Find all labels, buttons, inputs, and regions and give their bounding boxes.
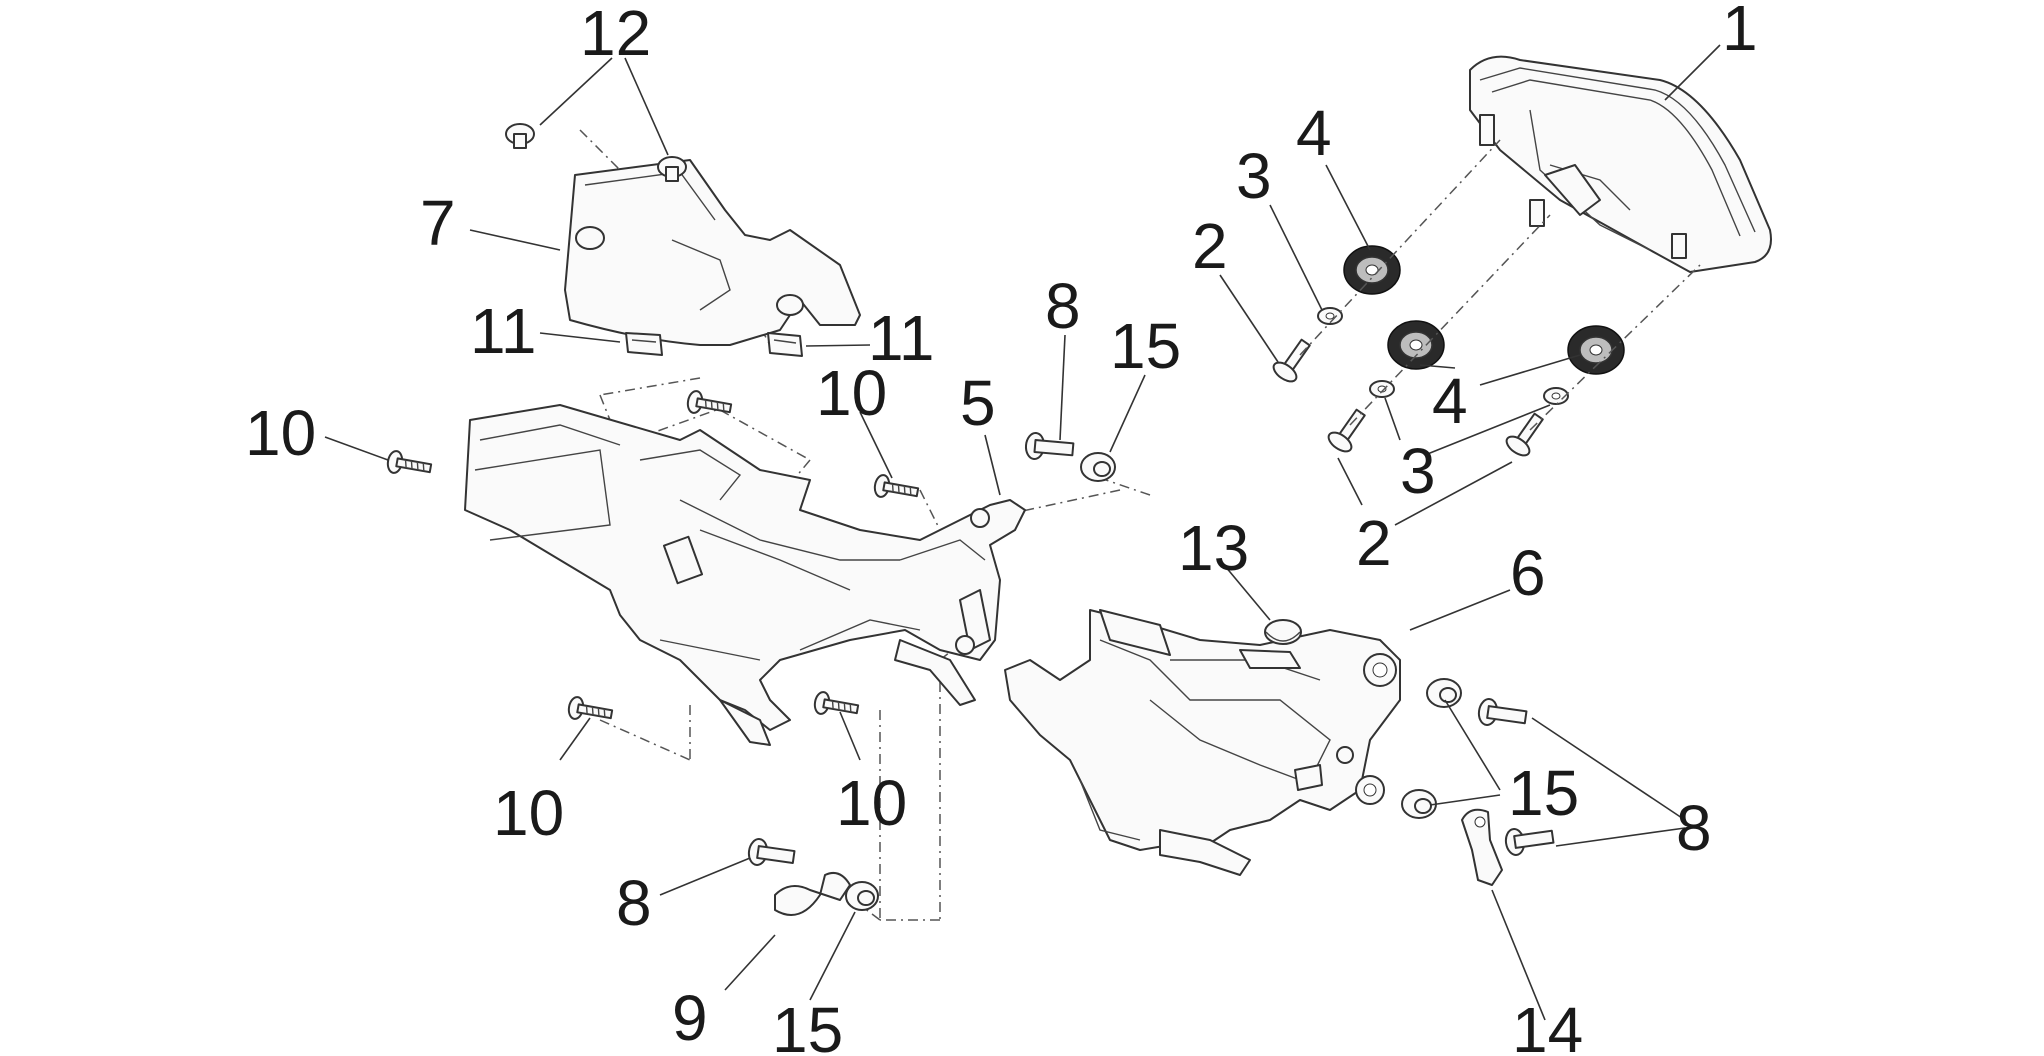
callout-11b: 11 — [868, 302, 934, 374]
callout-2b: 2 — [1356, 507, 1392, 579]
instrument-cluster-part — [1469, 55, 1772, 273]
rubber-grommet-parts — [1343, 245, 1625, 375]
callout-9: 9 — [672, 982, 708, 1054]
callout-labels: 1 4 3 2 4 3 2 12 7 11 11 10 10 5 8 15 13… — [245, 0, 1758, 1056]
callout-4b: 4 — [1432, 365, 1468, 437]
leader-lines — [324, 44, 1721, 1021]
bolt-and-spacer-parts — [747, 432, 1116, 916]
callout-10d: 10 — [836, 767, 907, 839]
callout-4a: 4 — [1296, 97, 1332, 169]
callout-10c: 10 — [493, 777, 564, 849]
callout-5: 5 — [960, 367, 996, 439]
callout-2a: 2 — [1192, 210, 1228, 282]
callout-10a: 10 — [245, 397, 316, 469]
callout-15a: 15 — [1110, 310, 1181, 382]
callout-7: 7 — [420, 187, 456, 259]
callout-8a: 8 — [1045, 270, 1081, 342]
callout-10b: 10 — [816, 357, 887, 429]
callout-8c: 8 — [616, 867, 652, 939]
right-fastener-parts — [1401, 678, 1555, 886]
clip-parts — [625, 332, 803, 357]
callout-8b: 8 — [1676, 792, 1712, 864]
cluster-screw-parts — [1272, 338, 1544, 457]
cover-plate-part — [564, 159, 861, 346]
rubber-cap-part — [1264, 619, 1302, 645]
cover-screw-parts — [505, 123, 687, 182]
callout-13: 13 — [1178, 512, 1249, 584]
callout-6: 6 — [1510, 537, 1546, 609]
bracket-screw-parts — [386, 390, 920, 720]
callout-1: 1 — [1722, 0, 1758, 64]
callout-15b: 15 — [1508, 757, 1579, 829]
callout-15c: 15 — [772, 994, 843, 1056]
callout-3b: 3 — [1400, 435, 1436, 507]
callout-12: 12 — [580, 0, 651, 69]
callout-14: 14 — [1512, 994, 1583, 1056]
main-bracket-part — [464, 404, 1026, 746]
washer-parts — [1317, 307, 1569, 405]
callout-3a: 3 — [1236, 140, 1272, 212]
right-bracket-part — [1004, 609, 1401, 876]
callout-11a: 11 — [470, 295, 536, 367]
